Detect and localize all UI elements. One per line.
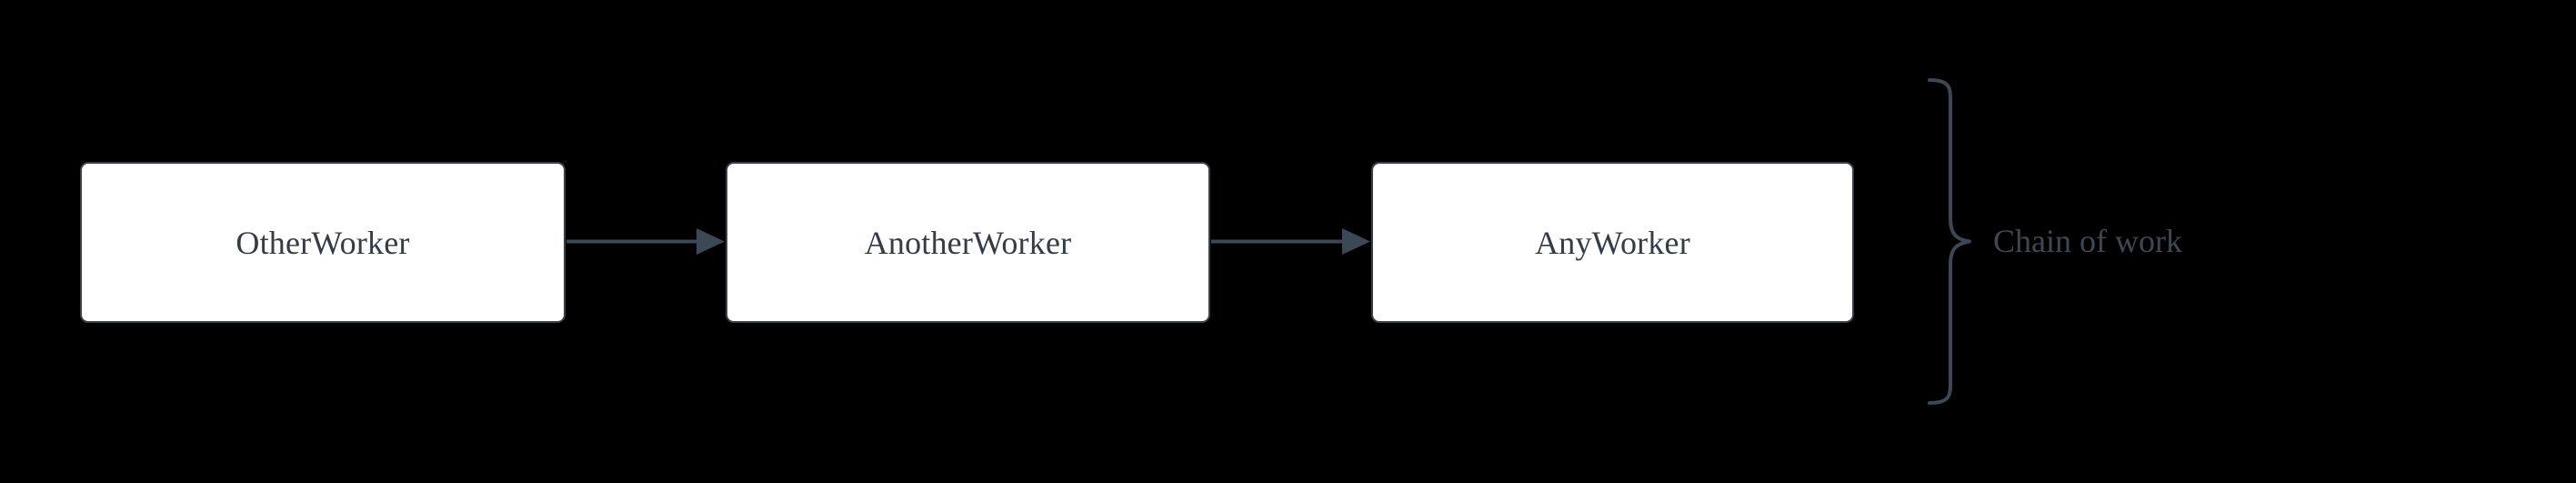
node-any-worker[interactable]: AnyWorker [1371, 162, 1854, 323]
edge-other-to-another [566, 228, 725, 255]
node-another-worker[interactable]: AnotherWorker [726, 162, 1210, 323]
group-annotation-label: Chain of work [1993, 223, 2182, 259]
node-label: AnotherWorker [864, 224, 1072, 261]
edge-another-to-any [1211, 228, 1370, 255]
node-other-worker[interactable]: OtherWorker [80, 162, 566, 323]
node-label: AnyWorker [1535, 224, 1690, 261]
node-label: OtherWorker [236, 224, 410, 261]
group-brace-icon [1928, 78, 1971, 405]
arrowhead-icon [1342, 228, 1370, 255]
arrowhead-icon [697, 228, 725, 255]
